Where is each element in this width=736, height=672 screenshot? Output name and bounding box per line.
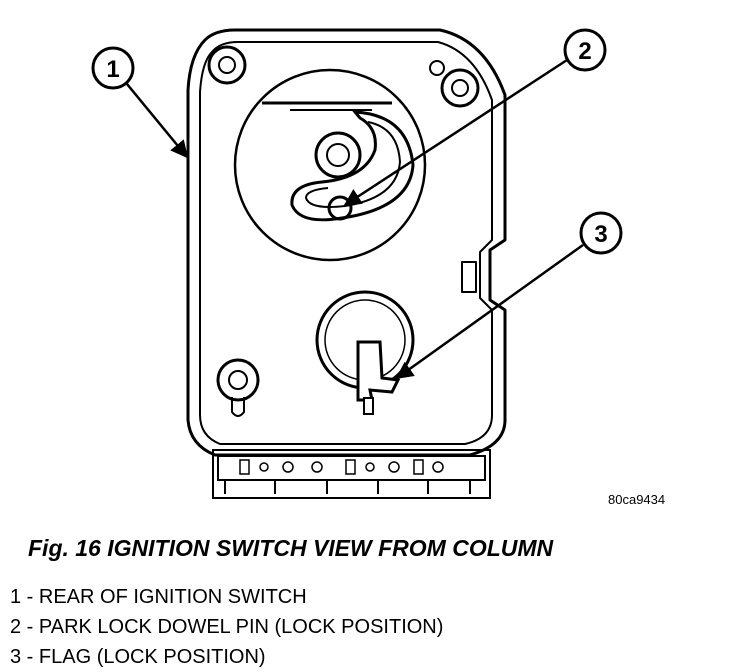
callout-2-label: 2: [578, 38, 591, 65]
ignition-switch-diagram: 1 2 3 80ca9434: [91, 28, 665, 507]
callout-1-label: 1: [106, 56, 119, 83]
wire-connector: [212, 449, 491, 499]
figure-caption: Fig. 16 IGNITION SWITCH VIEW FROM COLUMN: [28, 535, 554, 561]
image-code: 80ca9434: [608, 492, 665, 507]
callout-2: 2: [343, 28, 607, 207]
legend-item: 2 - PARK LOCK DOWEL PIN (LOCK POSITION): [10, 616, 444, 638]
callout-3: 3: [395, 211, 623, 380]
callout-1: 1: [91, 46, 189, 159]
callout-3-label: 3: [594, 221, 607, 248]
legend-list: 1 - REAR OF IGNITION SWITCH 2 - PARK LOC…: [10, 582, 443, 672]
switch-housing: [186, 28, 507, 457]
legend-item: 3 - FLAG (LOCK POSITION): [10, 646, 266, 668]
flag-assembly: [315, 290, 415, 415]
legend-item: 1 - REAR OF IGNITION SWITCH: [10, 586, 307, 608]
park-lock-dial: [233, 68, 427, 262]
mounting-bosses: [207, 45, 480, 417]
